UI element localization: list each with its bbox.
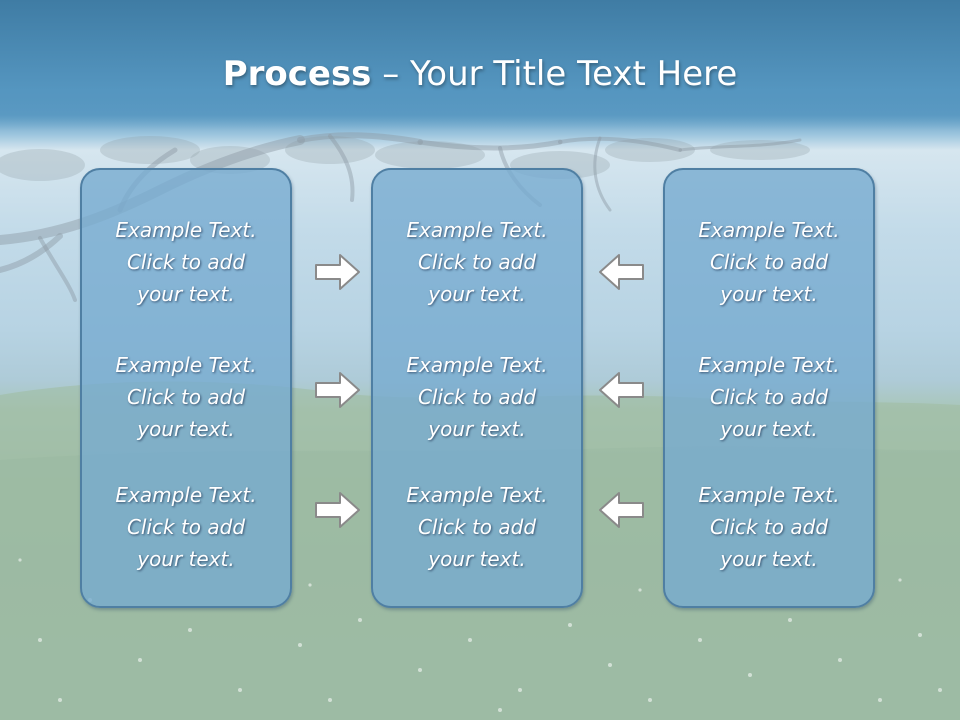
placeholder-text[interactable]: Example Text. Click to add your text.	[82, 214, 290, 310]
text-line: Example Text.	[115, 353, 257, 377]
arrow-right-icon[interactable]	[314, 490, 362, 530]
text-line: Click to add	[417, 385, 537, 409]
text-line: your text.	[428, 417, 526, 441]
text-line: Click to add	[709, 385, 829, 409]
title-rest: – Your Title Text Here	[371, 54, 738, 94]
arrow-right-icon[interactable]	[314, 252, 362, 292]
text-line: Click to add	[709, 250, 829, 274]
process-box-middle[interactable]: Example Text. Click to add your text. Ex…	[371, 168, 583, 608]
text-line: your text.	[720, 282, 818, 306]
placeholder-text[interactable]: Example Text. Click to add your text.	[373, 479, 581, 575]
slide-title: Process – Your Title Text Here	[0, 52, 960, 96]
text-line: Click to add	[709, 515, 829, 539]
placeholder-text[interactable]: Example Text. Click to add your text.	[82, 349, 290, 445]
text-line: Click to add	[126, 515, 246, 539]
arrow-left-icon[interactable]	[597, 490, 645, 530]
text-line: Example Text.	[115, 218, 257, 242]
text-line: Example Text.	[406, 483, 548, 507]
text-line: Example Text.	[406, 218, 548, 242]
text-line: your text.	[720, 417, 818, 441]
placeholder-text[interactable]: Example Text. Click to add your text.	[373, 214, 581, 310]
text-line: Example Text.	[698, 353, 840, 377]
process-box-right[interactable]: Example Text. Click to add your text. Ex…	[663, 168, 875, 608]
placeholder-text[interactable]: Example Text. Click to add your text.	[665, 214, 873, 310]
text-line: your text.	[428, 282, 526, 306]
text-line: Example Text.	[698, 483, 840, 507]
placeholder-text[interactable]: Example Text. Click to add your text.	[82, 479, 290, 575]
process-box-left[interactable]: Example Text. Click to add your text. Ex…	[80, 168, 292, 608]
text-line: Click to add	[417, 250, 537, 274]
arrow-left-icon[interactable]	[597, 252, 645, 292]
arrow-right-icon[interactable]	[314, 370, 362, 410]
text-line: your text.	[720, 547, 818, 571]
title-bold: Process	[222, 54, 372, 94]
title-band	[0, 0, 960, 130]
placeholder-text[interactable]: Example Text. Click to add your text.	[373, 349, 581, 445]
text-line: your text.	[428, 547, 526, 571]
arrow-left-icon[interactable]	[597, 370, 645, 410]
text-line: your text.	[137, 282, 235, 306]
text-line: Example Text.	[698, 218, 840, 242]
text-line: Click to add	[417, 515, 537, 539]
text-line: your text.	[137, 417, 235, 441]
text-line: your text.	[137, 547, 235, 571]
placeholder-text[interactable]: Example Text. Click to add your text.	[665, 349, 873, 445]
placeholder-text[interactable]: Example Text. Click to add your text.	[665, 479, 873, 575]
text-line: Example Text.	[115, 483, 257, 507]
text-line: Click to add	[126, 250, 246, 274]
text-line: Click to add	[126, 385, 246, 409]
text-line: Example Text.	[406, 353, 548, 377]
